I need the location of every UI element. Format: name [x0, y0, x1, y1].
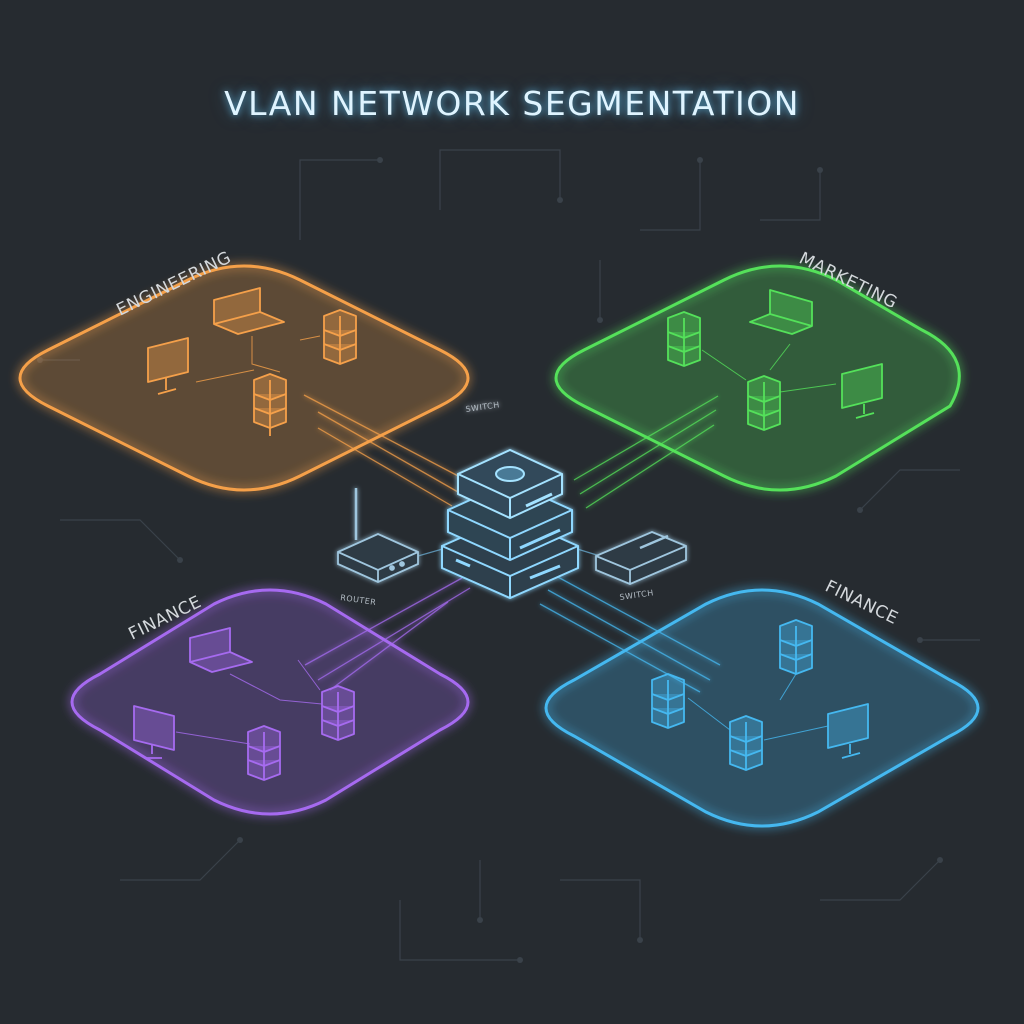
monitor-icon — [827, 703, 869, 759]
router-icon[interactable] — [337, 488, 419, 583]
core-switch-stack[interactable]: SWITCH — [441, 392, 579, 600]
monitor-icon — [147, 337, 189, 395]
laptop-icon — [213, 287, 285, 335]
server-icon — [651, 673, 685, 729]
server-icon — [323, 309, 357, 365]
zone-boundary — [70, 588, 470, 816]
vlan-zone-marketing[interactable]: MARKETING — [554, 249, 961, 492]
server-icon — [729, 715, 763, 771]
zone-internal-links — [701, 343, 837, 393]
core-switch-label: SWITCH — [465, 400, 500, 414]
router-label: ROUTER — [340, 593, 377, 607]
zone-internal-links — [195, 335, 321, 383]
core-tier-top — [457, 448, 563, 520]
background-circuit-traces — [40, 149, 980, 961]
switch-icon[interactable] — [595, 531, 687, 585]
zone-boundary — [544, 588, 980, 828]
server-icon — [321, 685, 355, 741]
monitor-icon — [841, 363, 883, 419]
zone-internal-links — [687, 673, 829, 741]
server-icon — [747, 375, 781, 431]
switch-label: SWITCH — [619, 588, 654, 602]
laptop-icon — [189, 627, 253, 673]
server-icon — [247, 725, 281, 781]
vlan-zone-engineering[interactable]: ENGINEERING — [18, 248, 470, 492]
laptop-icon — [749, 289, 813, 335]
vlan-zone-finance-right[interactable]: FINANCE — [544, 577, 980, 828]
core-light-beams — [485, 392, 535, 452]
zone-internal-links — [175, 659, 323, 745]
vlan-zone-finance-left[interactable]: FINANCE — [70, 588, 470, 816]
server-icon — [779, 619, 813, 675]
background-circuit-nodes — [37, 157, 943, 963]
server-icon — [253, 373, 287, 436]
monitor-icon — [133, 705, 175, 759]
server-icon — [667, 311, 701, 367]
page-title: VLAN NETWORK SEGMENTATION — [224, 84, 800, 123]
